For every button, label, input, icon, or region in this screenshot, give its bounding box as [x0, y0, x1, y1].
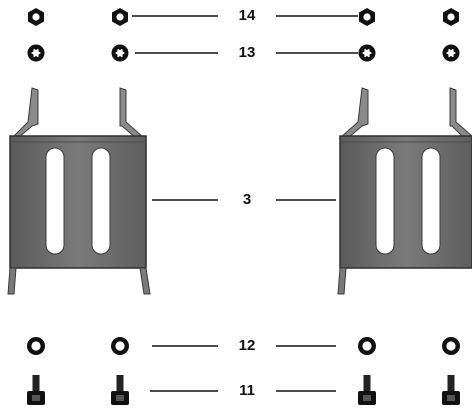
- flat-washer-icon: [358, 337, 376, 355]
- screw-icon: [111, 375, 129, 405]
- callout-bracket: 3: [242, 191, 252, 208]
- lock-washer-icon: [358, 44, 376, 62]
- screw-row: [27, 375, 460, 405]
- lock-washer-row: [27, 44, 460, 62]
- screw-icon: [442, 375, 460, 405]
- nut-icon: [112, 8, 128, 26]
- bracket-right: [337, 87, 472, 295]
- bracket-tab-right: [119, 87, 146, 139]
- nut-row: [28, 8, 459, 26]
- bracket-tab-left: [10, 87, 39, 139]
- nut-icon: [443, 8, 459, 26]
- leader-lines: [132, 15, 358, 392]
- lock-washer-icon: [27, 44, 45, 62]
- flat-washer-icon: [442, 337, 460, 355]
- bracket-plate: [339, 135, 472, 269]
- screw-icon: [358, 375, 376, 405]
- bracket-leg-right: [139, 267, 151, 295]
- callout-screw: 11: [239, 382, 255, 399]
- flat-washer-icon: [111, 337, 129, 355]
- flat-washer-icon: [27, 337, 45, 355]
- lock-washer-icon: [111, 44, 129, 62]
- nut-icon: [28, 8, 44, 26]
- bracket-tab-right: [449, 87, 472, 139]
- callout-flat-washer: 12: [238, 337, 256, 354]
- bracket-leg-left: [7, 267, 17, 295]
- lock-washer-icon: [442, 44, 460, 62]
- screw-icon: [27, 375, 45, 405]
- bracket-slot: [421, 147, 441, 255]
- bracket-leg-left: [337, 267, 347, 295]
- bracket-slot: [91, 147, 111, 255]
- bracket-left: [7, 87, 151, 295]
- nut-icon: [359, 8, 375, 26]
- flat-washer-row: [27, 337, 460, 355]
- bracket-slot: [45, 147, 65, 255]
- bracket-slot: [375, 147, 395, 255]
- callout-nut: 14: [238, 7, 256, 24]
- bracket-tab-left: [338, 87, 369, 139]
- callout-lock-washer: 13: [238, 44, 256, 61]
- bracket-plate: [9, 135, 147, 269]
